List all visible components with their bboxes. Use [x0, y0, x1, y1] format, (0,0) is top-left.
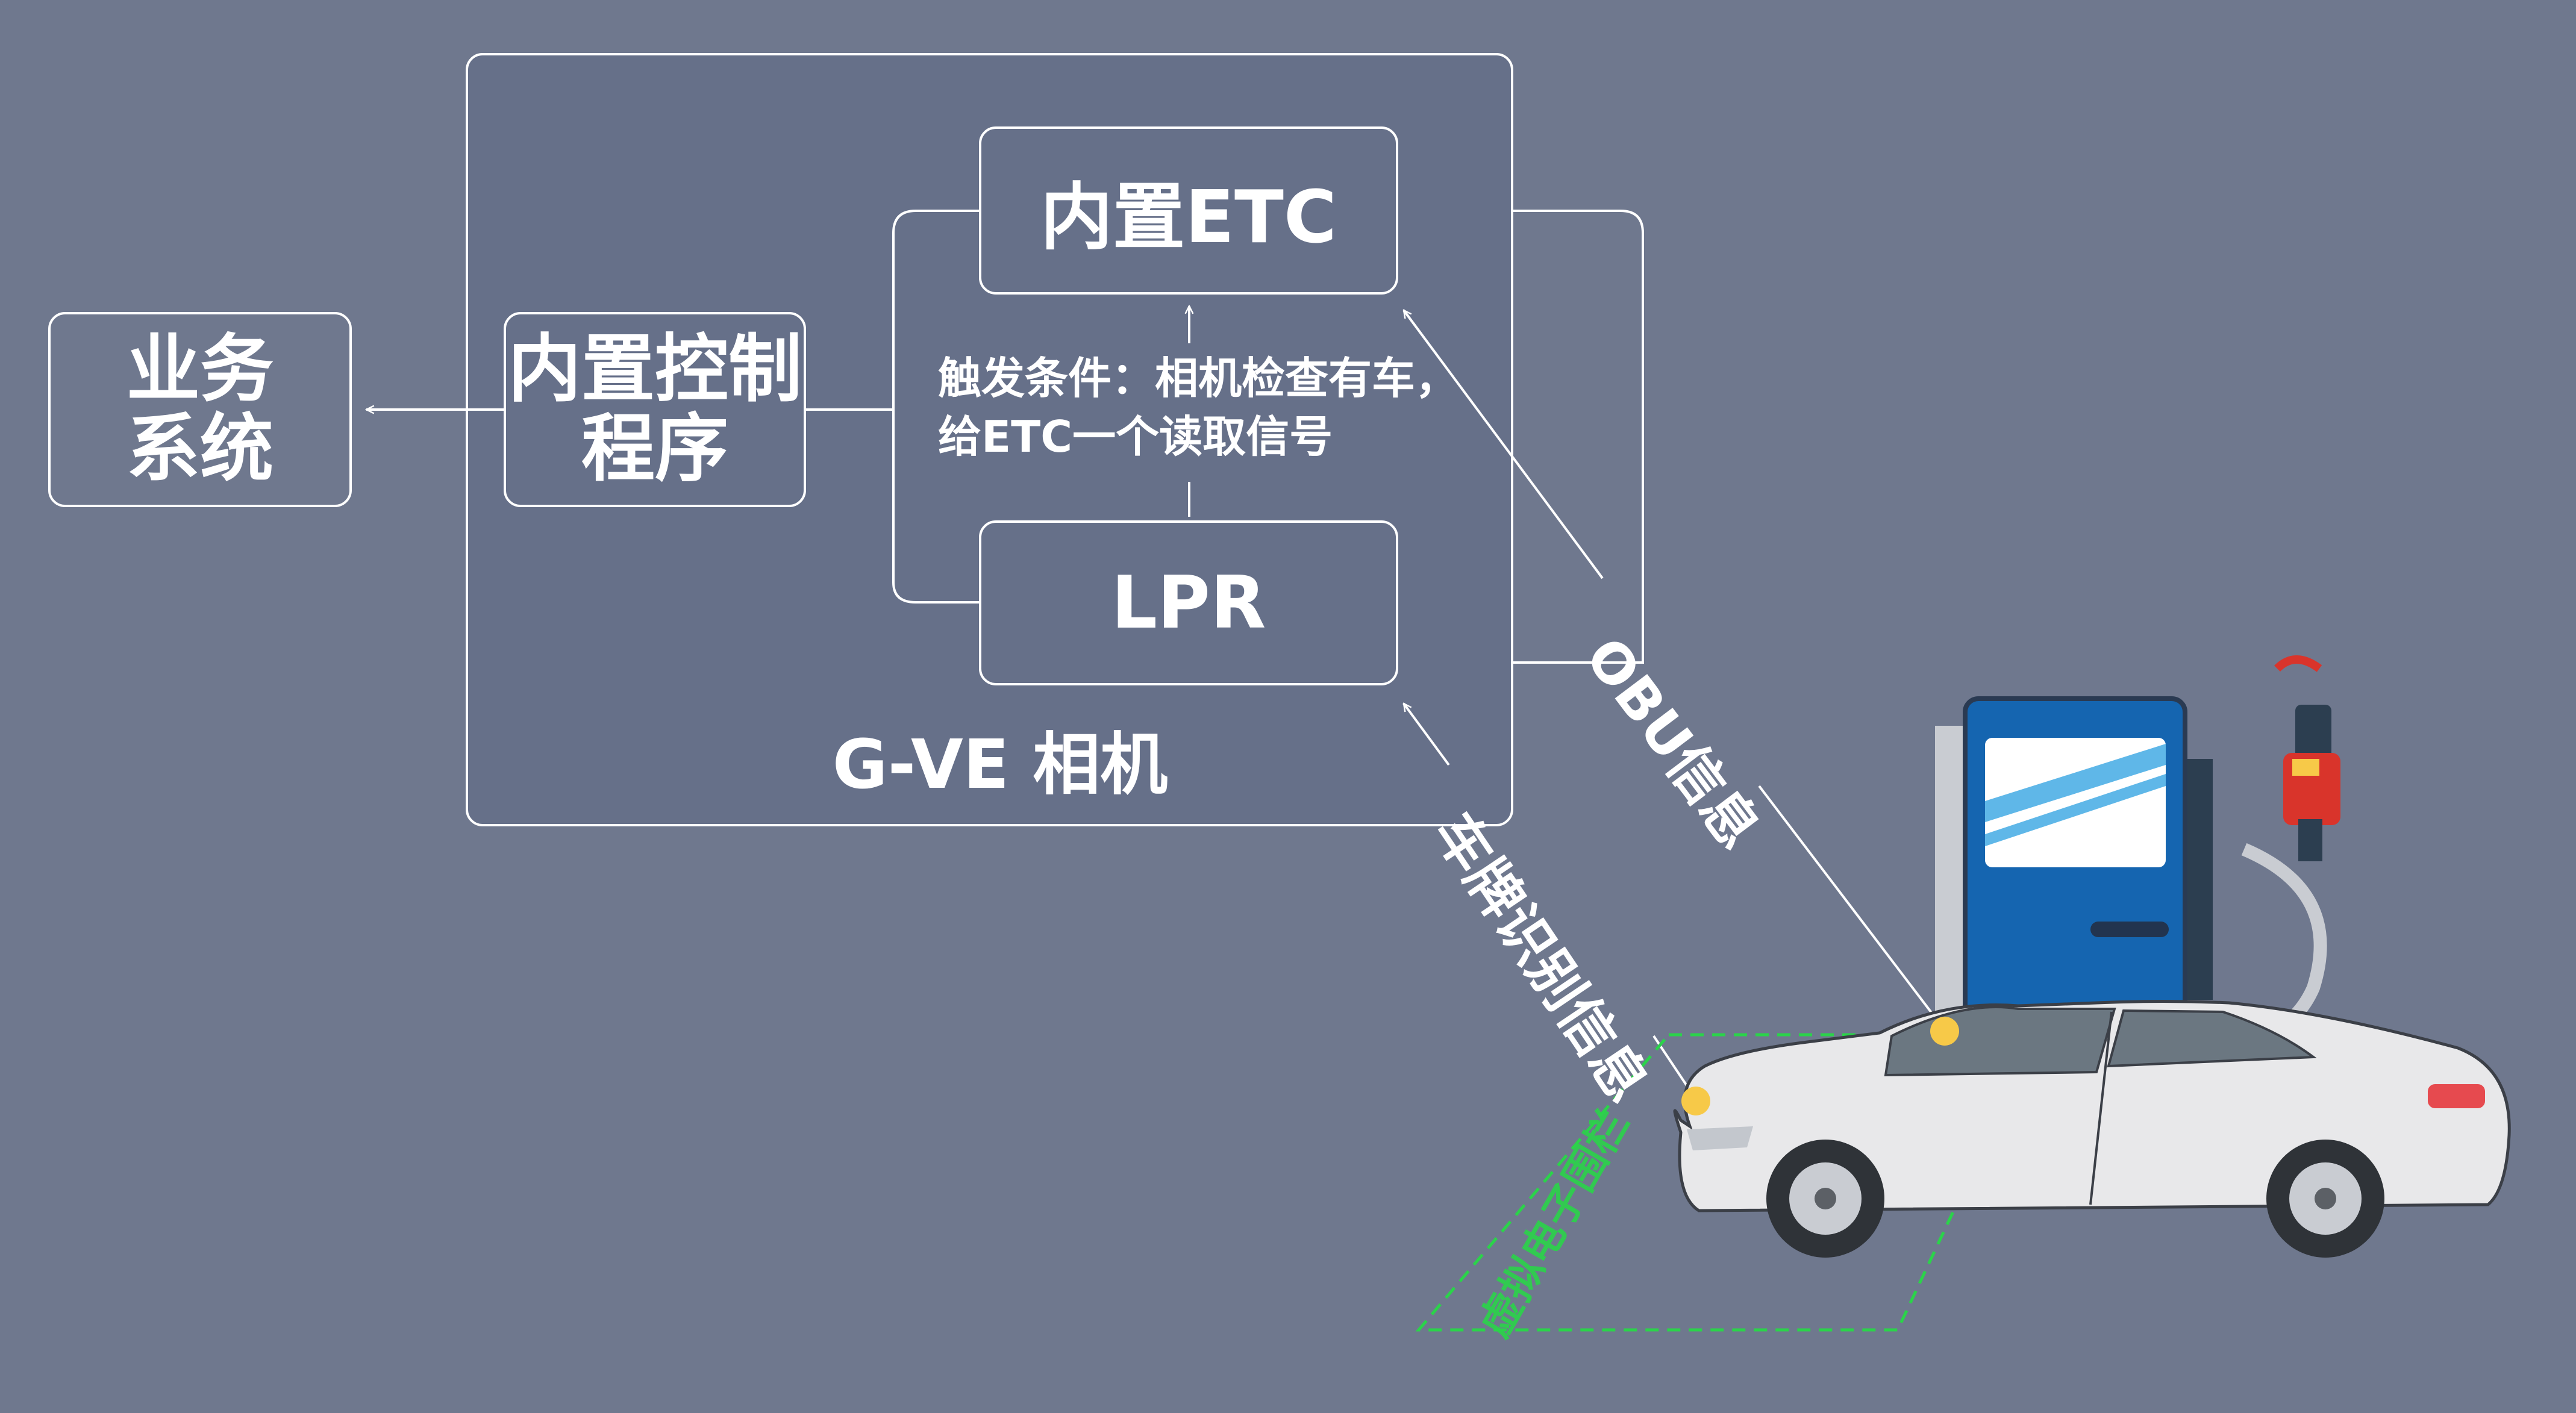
charging-pump-graphic [1935, 655, 2340, 1049]
right-bracket [1512, 210, 1644, 664]
business-system-label: 业务 系统 [127, 326, 274, 491]
obu-sensor-dot [1930, 1017, 1959, 1046]
control-program-label: 内置控制 程序 [508, 326, 802, 491]
obu-line-upper [1402, 310, 1604, 579]
camera-label: G-VE 相机 [832, 726, 1168, 804]
plate-line-upper [1402, 703, 1450, 766]
trigger-note: 触发条件：相机检查有车， 给ETC一个读取信号 [938, 349, 1458, 466]
obu-line [1758, 785, 1946, 1031]
trigger-note-line1: 触发条件：相机检查有车， [938, 353, 1459, 404]
camera-box [466, 53, 1513, 826]
bracket-connector [805, 210, 980, 604]
trigger-note-line2: 给ETC一个读取信号 [938, 411, 1333, 463]
plate-sensor-dot [1681, 1087, 1710, 1115]
business-system-box [48, 312, 352, 507]
car-graphic [1673, 1000, 2511, 1258]
lpr-label: LPR [1111, 561, 1266, 645]
etc-label: 内置ETC [1040, 175, 1337, 260]
